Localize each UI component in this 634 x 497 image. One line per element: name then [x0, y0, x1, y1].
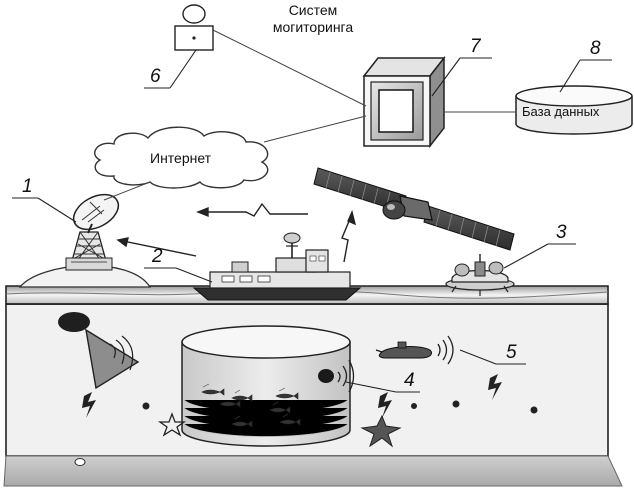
- database-icon: [515, 85, 633, 135]
- connection-lines: [103, 29, 516, 201]
- label-number-antenna: 1: [22, 176, 33, 197]
- signal-arrows: [116, 202, 357, 263]
- label-number-ship: 2: [152, 246, 163, 267]
- internet-cloud: [94, 126, 269, 189]
- submarine-icon: [375, 335, 454, 365]
- satellite-icon: [313, 167, 515, 251]
- monitoring-system-label-line2: могиторинга: [272, 19, 354, 35]
- label-number-operator: 6: [150, 66, 161, 87]
- seabed-decor: [74, 374, 538, 466]
- sea-floor: [3, 455, 623, 487]
- fish-sensor-icon: [318, 359, 355, 393]
- label-number-database: 8: [590, 38, 601, 59]
- monitoring-system-label: Систем могиторинга: [258, 2, 368, 36]
- starfish-icon: [360, 414, 402, 448]
- leader-lines: [12, 49, 612, 393]
- ship-icon: [192, 232, 362, 301]
- label-number-fish-sensor: 4: [404, 370, 415, 391]
- fish-school: [201, 388, 301, 428]
- label-number-server: 7: [470, 36, 481, 57]
- fish-cage: [181, 325, 351, 447]
- internet-label: Интернет: [150, 150, 212, 166]
- database-label: База данных: [522, 104, 600, 119]
- sonar-emitter: [58, 312, 140, 390]
- operator-icon: [174, 4, 214, 51]
- buoy-icon: [445, 254, 515, 296]
- label-number-buoy: 3: [556, 222, 567, 243]
- monitoring-system-label-line1: Систем: [288, 2, 338, 18]
- label-number-submarine: 5: [506, 342, 517, 363]
- starfish-icon: [157, 412, 187, 437]
- monitoring-server-icon: [362, 55, 446, 149]
- satellite-dish-icon: [72, 193, 120, 234]
- radio-antenna-tower: [65, 231, 113, 271]
